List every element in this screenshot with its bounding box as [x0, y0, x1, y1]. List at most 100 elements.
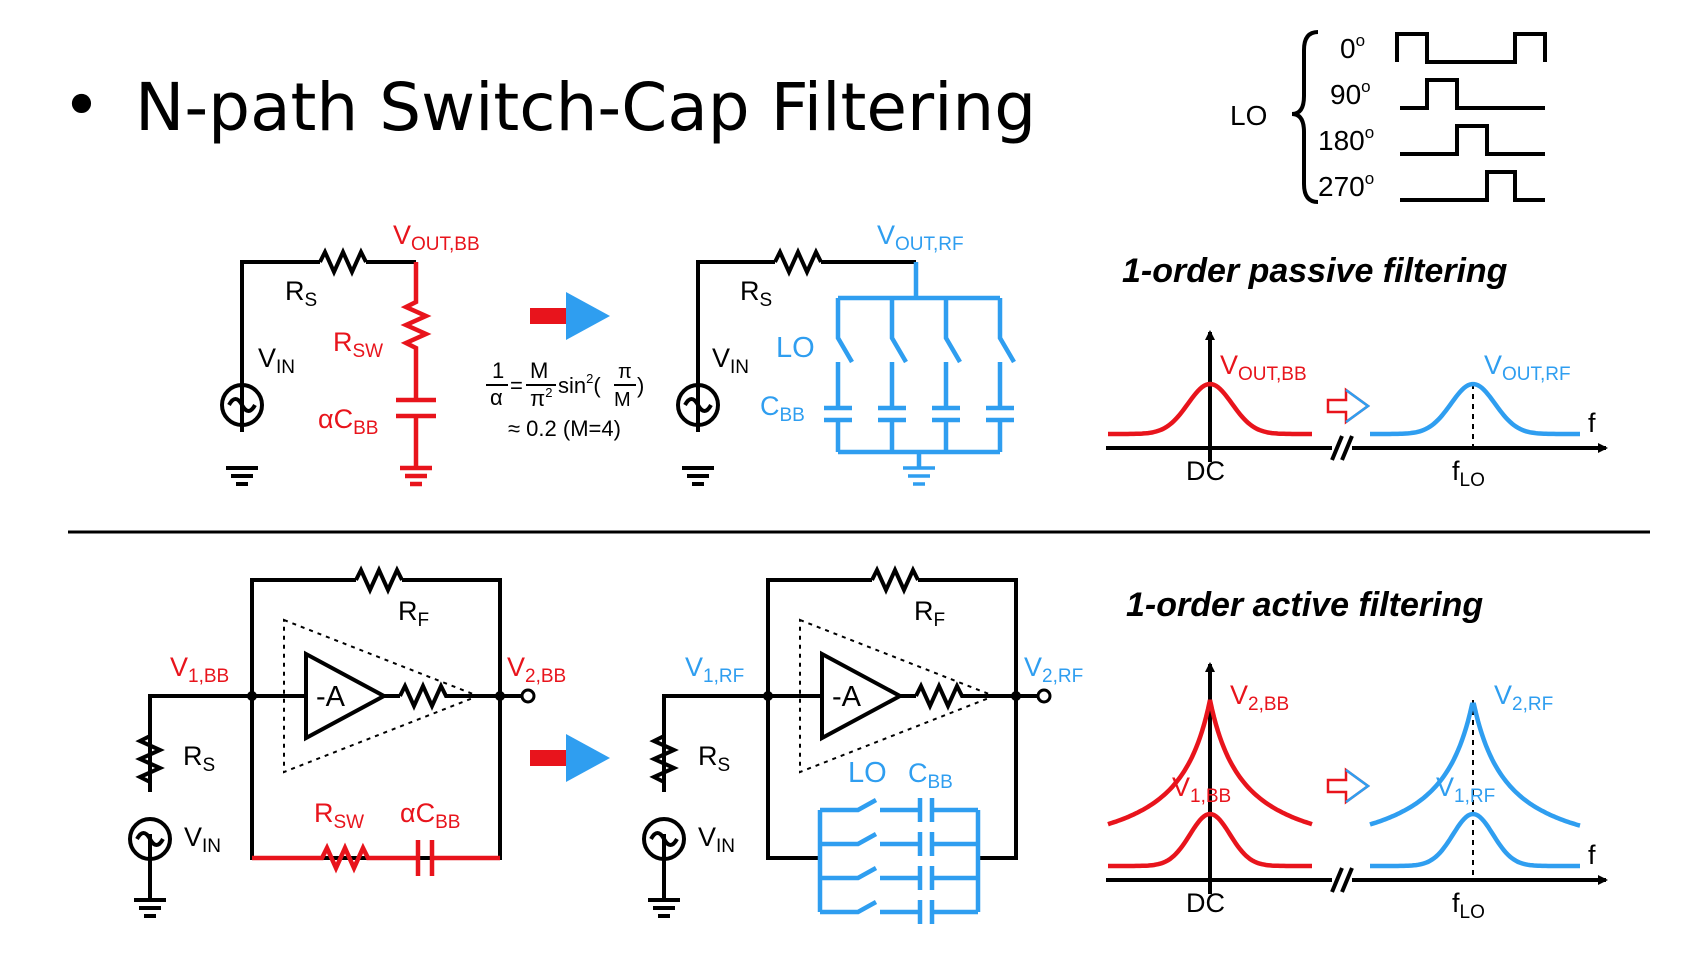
rs-resistor: [649, 696, 679, 792]
lo-phase-90: 90o: [1330, 77, 1371, 110]
alpha-cbb-label: αCBB: [400, 798, 460, 833]
svg-text:π2: π2: [530, 385, 552, 411]
passive-heading: 1-order passive filtering: [1122, 252, 1508, 290]
rsw-label: RSW: [314, 798, 364, 833]
lo-wave-0: [1395, 32, 1547, 64]
vin-source-icon: [642, 817, 686, 861]
switch-cap-bank: [817, 798, 981, 924]
svg-text:sin2(: sin2(: [558, 371, 601, 398]
feedback-wire: [250, 578, 502, 696]
active-rf-circuit: RF -A V1,RF V2,RF RS VIN LO CBB: [642, 565, 1083, 924]
rs-label: RS: [285, 276, 317, 311]
v1-rf-label: V1,RF: [685, 652, 744, 687]
rs-resistor: [318, 247, 368, 277]
svg-text:): ): [637, 373, 644, 398]
svg-text:π: π: [618, 361, 632, 383]
flo-label: fLO: [1452, 888, 1485, 923]
rf-resistor: [354, 565, 404, 595]
svg-text:1: 1: [492, 358, 504, 383]
rf-label: RF: [914, 596, 945, 631]
wire: [148, 694, 252, 900]
svg-text:M: M: [530, 358, 548, 383]
active-spectrum: V2,BB V1,BB V2,RF V1,RF f DC fLO: [1106, 662, 1608, 923]
passive-bb-circuit: RS VIN VOUT,BB RSW αCBB: [220, 220, 480, 487]
vin-source-icon: [220, 383, 264, 427]
amp-gain-label: -A: [832, 681, 862, 713]
vin-label: VIN: [258, 343, 295, 378]
lo-phase-180: 180o: [1318, 123, 1374, 156]
freq-axis-label: f: [1588, 408, 1596, 438]
v2-bb-spectrum-label: V2,BB: [1230, 680, 1289, 715]
lo-wave-180: [1400, 124, 1545, 156]
wire: [662, 694, 768, 900]
lo-label: LO: [1230, 100, 1267, 131]
dc-label: DC: [1186, 888, 1225, 918]
page-title: N-path Switch-Cap Filtering: [135, 69, 1036, 146]
v2-rf-label: V2,RF: [1024, 652, 1083, 687]
axis-break-icon: [1330, 867, 1354, 893]
dc-label: DC: [1186, 456, 1225, 486]
rs-label: RS: [740, 276, 772, 311]
rsw-resistor: [400, 262, 432, 400]
vin-label: VIN: [184, 822, 221, 857]
vout-bb-label: VOUT,BB: [393, 220, 480, 255]
v1-bb-spectrum-label: V1,BB: [1172, 772, 1231, 807]
active-heading: 1-order active filtering: [1126, 586, 1483, 624]
rs-resistor: [773, 247, 823, 277]
v1-rf-spectrum-label: V1,RF: [1436, 772, 1495, 807]
svg-text:α: α: [490, 385, 503, 410]
lo-switch-label: LO: [776, 332, 815, 364]
vin-source-icon: [128, 817, 172, 861]
lo-phase-270: 270o: [1318, 169, 1374, 202]
v2-bb-label: V2,BB: [507, 652, 566, 687]
v1-bb-label: V1,BB: [170, 652, 229, 687]
vin-label: VIN: [712, 343, 749, 378]
v2-rf-spectrum-label: V2,RF: [1494, 680, 1553, 715]
flo-label: fLO: [1452, 456, 1485, 491]
rsw-label: RSW: [333, 327, 383, 362]
active-v1bb-response: [1108, 811, 1312, 869]
vin-label: VIN: [698, 822, 735, 857]
hollow-arrow-icon: [1326, 387, 1371, 425]
output-resistor: [398, 681, 522, 711]
vin-source-icon: [676, 383, 720, 427]
wire: [240, 260, 320, 432]
lo-phase-0: 0o: [1340, 31, 1365, 64]
ground-icon: [400, 465, 432, 487]
output-terminal-icon: [520, 688, 536, 704]
lo-wave-270: [1400, 170, 1545, 202]
lo-switch-label: LO: [848, 757, 887, 789]
rf-label: RF: [398, 596, 429, 631]
vout-bb-spectrum-label: VOUT,BB: [1220, 350, 1307, 385]
rs-resistor: [135, 696, 165, 792]
active-v1rf-response: [1370, 811, 1580, 869]
wire: [696, 260, 775, 432]
rf-resistor: [870, 565, 920, 595]
hollow-arrow-icon: [1326, 767, 1371, 805]
alpha-cbb-label: αCBB: [318, 404, 378, 439]
active-v2rf-response: [1369, 702, 1581, 828]
transform-arrow-passive: [530, 292, 610, 340]
ground-icon: [682, 466, 714, 486]
cbb-label: CBB: [908, 758, 953, 793]
ground-icon: [226, 466, 258, 486]
passive-bb-response: [1108, 381, 1312, 437]
rsw-cbb-branch: [252, 840, 500, 876]
freq-axis-label: f: [1588, 840, 1596, 870]
cbb-label: CBB: [760, 391, 805, 426]
ground-icon: [648, 898, 680, 918]
active-bb-circuit: RF -A V1,BB V2,BB RS VIN RSW αCBB: [128, 565, 566, 918]
active-v2bb-response: [1107, 699, 1313, 827]
lo-wave-90: [1400, 78, 1545, 110]
switch-cap-bank: [824, 298, 1016, 486]
ground-icon: [134, 898, 166, 918]
formula-approx: ≈ 0.2 (M=4): [508, 416, 621, 441]
rs-label: RS: [698, 741, 730, 776]
rs-label: RS: [183, 741, 215, 776]
feedback-wire: [766, 578, 1018, 696]
output-resistor: [914, 681, 1038, 711]
svg-text:=: =: [510, 373, 523, 398]
svg-text:M: M: [614, 389, 631, 411]
lo-timing-diagram: LO 0o 90o 180o 270o: [1230, 30, 1547, 204]
